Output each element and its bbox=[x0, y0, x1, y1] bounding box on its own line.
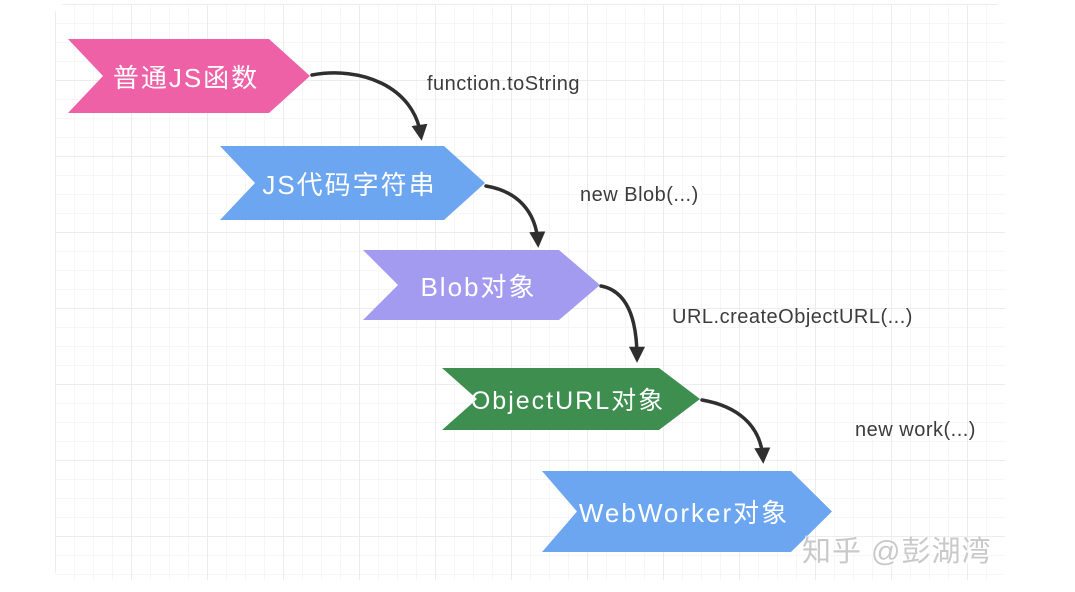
transition-label-create-object-url: URL.createObjectURL(...) bbox=[672, 306, 913, 328]
banner-plain-js-function: 普通JS函数 bbox=[68, 39, 310, 113]
transition-label-new-work: new work(...) bbox=[855, 419, 976, 441]
banner-label: JS代码字符串 bbox=[262, 169, 437, 200]
banner-webworker-object: WebWorker对象 bbox=[542, 471, 832, 552]
banner-label: 普通JS函数 bbox=[112, 62, 260, 93]
banner-label: WebWorker对象 bbox=[578, 498, 790, 528]
transition-label-new-blob: new Blob(...) bbox=[580, 184, 699, 206]
banner-label: Blob对象 bbox=[420, 271, 537, 302]
banner-objecturl-object: ObjectURL对象 bbox=[442, 368, 700, 430]
watermark: 知乎 @彭湖湾 bbox=[802, 536, 992, 568]
banner-blob-object: Blob对象 bbox=[363, 250, 600, 320]
transition-label-function-tostring: function.toString bbox=[427, 73, 581, 95]
banner-js-code-string: JS代码字符串 bbox=[220, 146, 485, 220]
banner-label: ObjectURL对象 bbox=[470, 387, 666, 415]
